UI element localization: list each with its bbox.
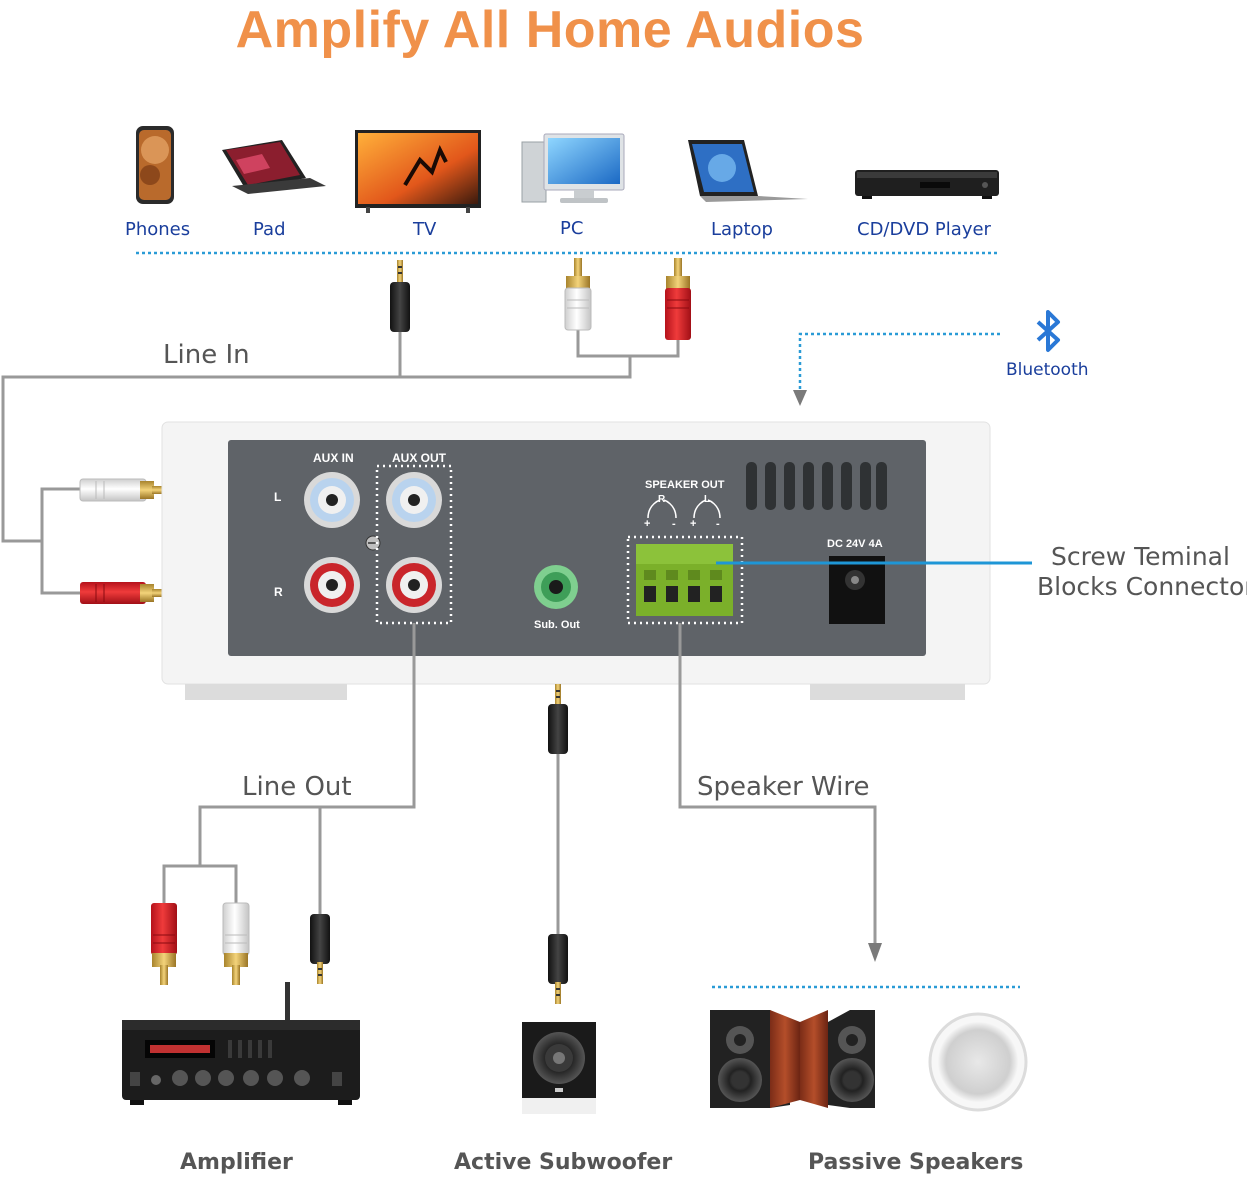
rca-red-plug-top bbox=[665, 258, 691, 340]
desktop-pc-icon bbox=[521, 133, 625, 203]
speaker-wire-arrow bbox=[868, 943, 882, 962]
terminal-plus-l: + bbox=[690, 518, 697, 530]
right-channel-label: R bbox=[274, 585, 283, 599]
subwoofer-icon bbox=[522, 1022, 596, 1114]
dvd-player-icon bbox=[855, 170, 999, 199]
speaker-terminal-block bbox=[626, 535, 744, 625]
output-cable-network bbox=[162, 623, 877, 945]
speaker-l-label: L bbox=[704, 494, 711, 505]
left-channel-label: L bbox=[274, 490, 282, 504]
line-in-label: Line In bbox=[163, 340, 250, 370]
source-label-pad: Pad bbox=[253, 219, 286, 240]
speaker-r-label: R bbox=[658, 494, 666, 505]
speaker-wire-label: Speaker Wire bbox=[697, 772, 870, 802]
sub-3-5mm-plug-top bbox=[548, 684, 568, 754]
aux-out-label: AUX OUT bbox=[392, 451, 446, 465]
line-out-3-5mm-plug bbox=[310, 914, 330, 984]
source-label-phones: Phones bbox=[125, 219, 191, 240]
dc-power-jack bbox=[829, 556, 885, 624]
tv-icon bbox=[355, 130, 481, 213]
callout-line1: Screw Teminal bbox=[1051, 542, 1230, 571]
sub-out-label: Sub. Out bbox=[534, 619, 580, 631]
speaker-out-label: SPEAKER OUT bbox=[645, 479, 725, 491]
amplifier-icon bbox=[122, 982, 360, 1105]
rca-red-plug-bottom bbox=[151, 903, 177, 985]
ceiling-speaker-icon bbox=[928, 1012, 1028, 1112]
source-label-laptop: Laptop bbox=[711, 219, 773, 240]
terminal-plus-r: + bbox=[644, 518, 651, 530]
rca-white-plug-left bbox=[79, 478, 164, 502]
phone-icon bbox=[136, 126, 174, 204]
dc-power-label: DC 24V 4A bbox=[827, 538, 883, 550]
aux-3-5mm-plug-top bbox=[390, 260, 410, 332]
speakers-icon bbox=[710, 1010, 875, 1108]
aux-out-left-socket bbox=[386, 472, 442, 528]
terminal-minus-r: - bbox=[672, 518, 676, 530]
tablet-icon bbox=[222, 140, 326, 194]
source-label-cd-dvd-player: CD/DVD Player bbox=[857, 219, 991, 240]
bluetooth-icon bbox=[1036, 310, 1060, 352]
rca-white-plug-top bbox=[564, 258, 592, 331]
output-label-active-subwoofer: Active Subwoofer bbox=[454, 1150, 673, 1175]
aux-out-right-socket bbox=[386, 557, 442, 613]
rca-white-plug-bottom bbox=[222, 902, 250, 985]
sub-out-jack bbox=[534, 565, 578, 609]
sub-3-5mm-plug-bottom bbox=[548, 934, 568, 1004]
page-title: Amplify All Home Audios bbox=[235, 1, 865, 59]
aux-in-label: AUX IN bbox=[313, 451, 354, 465]
output-label-passive-speakers: Passive Speakers bbox=[808, 1150, 1024, 1175]
aux-in-right-socket bbox=[304, 557, 360, 613]
source-label-pc: PC bbox=[560, 218, 584, 239]
terminal-minus-l: - bbox=[716, 518, 720, 530]
bluetooth-signal-arrow bbox=[793, 332, 1000, 406]
rca-red-plug-left bbox=[80, 582, 164, 604]
line-in-cable-network bbox=[1, 330, 680, 595]
bluetooth-label: Bluetooth bbox=[1006, 360, 1089, 380]
laptop-icon bbox=[688, 140, 808, 202]
output-label-amplifier: Amplifier bbox=[180, 1150, 293, 1175]
line-out-label: Line Out bbox=[242, 772, 352, 802]
callout-line2: Blocks Connector bbox=[1037, 572, 1247, 601]
aux-in-left-socket bbox=[304, 472, 360, 528]
source-label-tv: TV bbox=[413, 219, 437, 240]
amplifier-unit bbox=[161, 421, 991, 700]
